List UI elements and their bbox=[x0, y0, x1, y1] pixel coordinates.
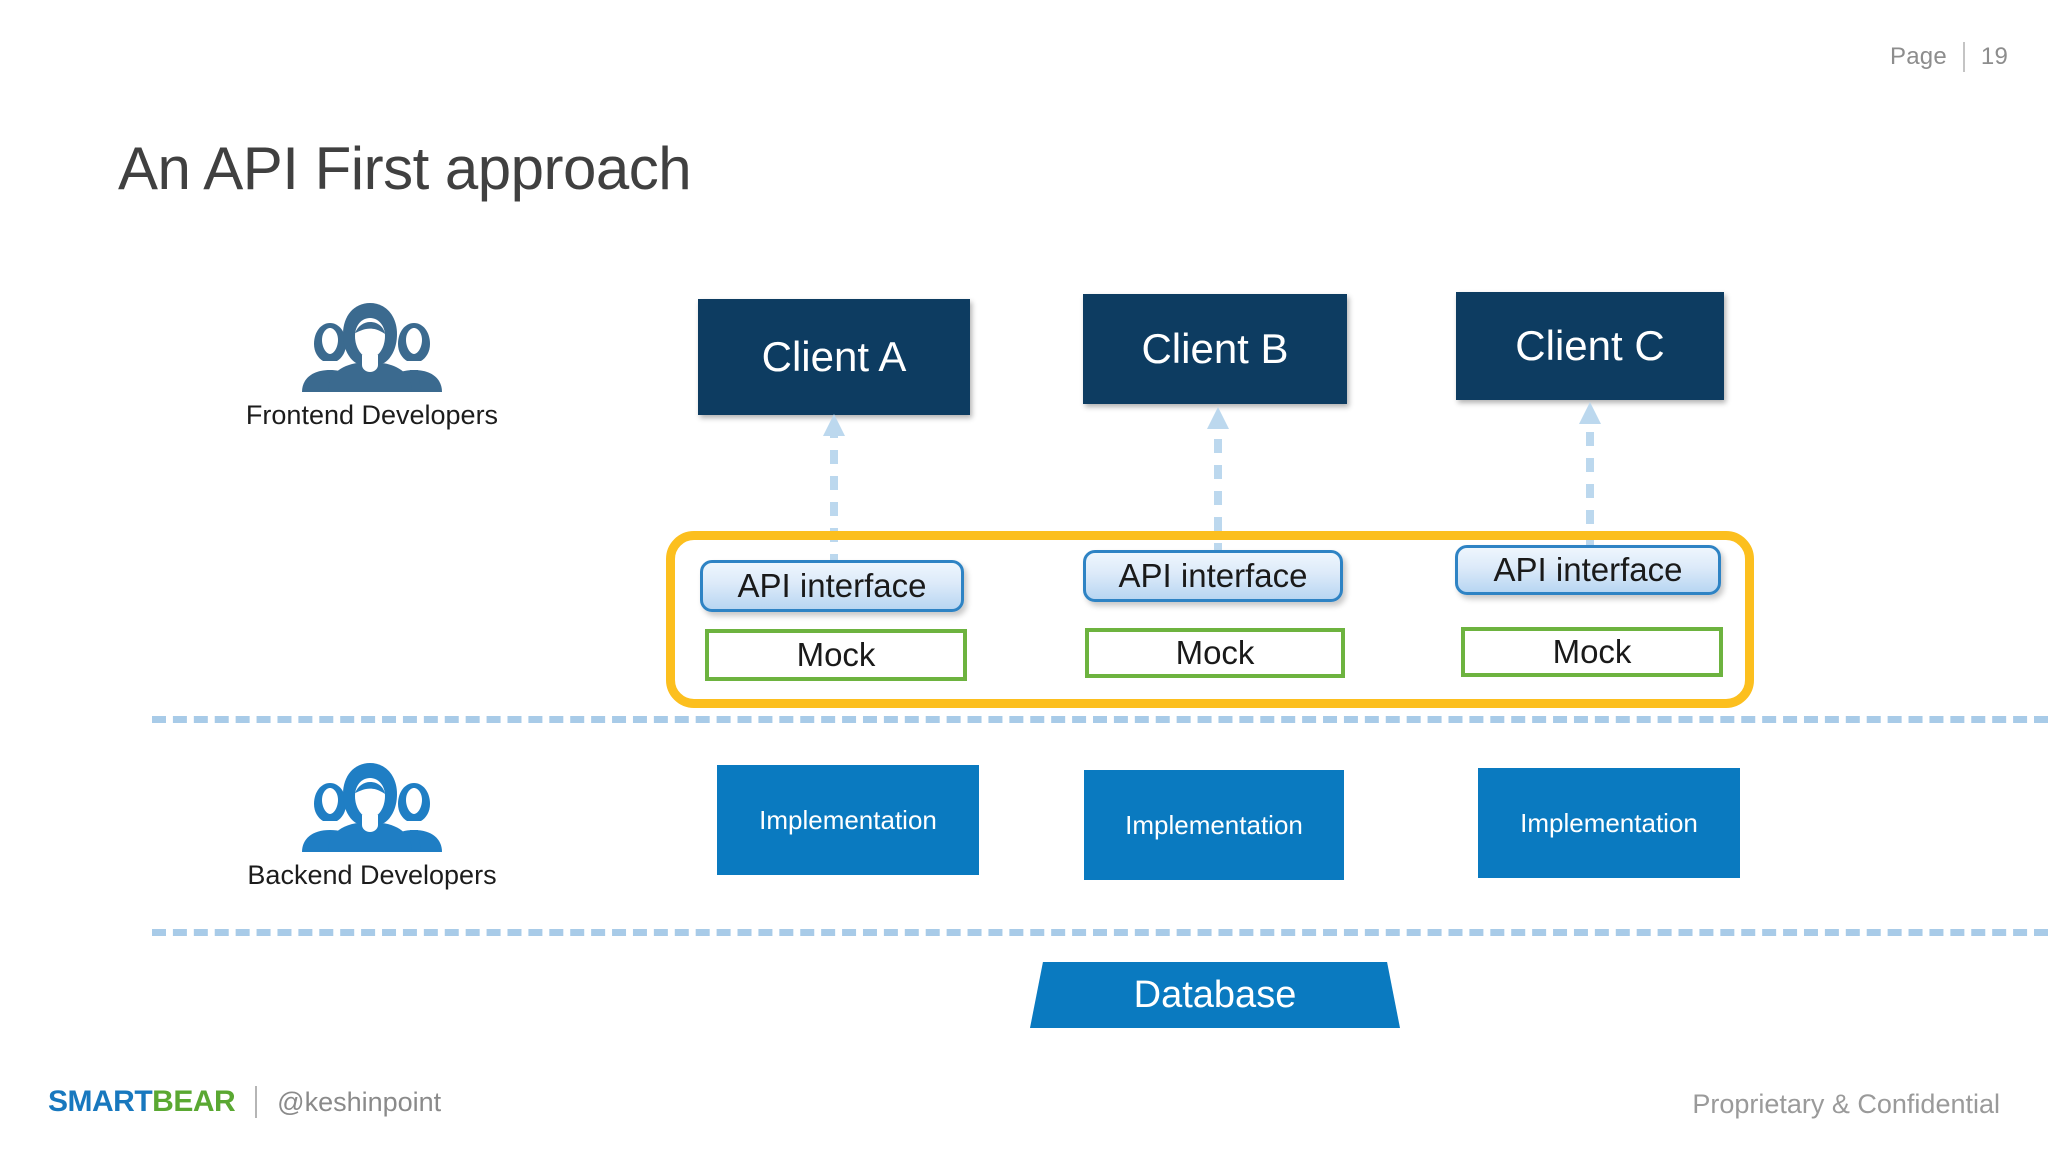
backend-developers-group: Backend Developers bbox=[222, 760, 522, 891]
implementation-box-a[interactable]: Implementation bbox=[717, 765, 979, 875]
people-group-icon bbox=[302, 303, 442, 392]
page-indicator-divider bbox=[1962, 42, 1965, 72]
people-group-icon bbox=[302, 763, 442, 852]
page-title: An API First approach bbox=[118, 135, 692, 202]
backend-developers-label: Backend Developers bbox=[247, 860, 497, 890]
client-box-a[interactable]: Client A bbox=[698, 299, 970, 415]
footer-left: SMARTBEAR @keshinpoint bbox=[48, 1085, 441, 1119]
implementation-box-b[interactable]: Implementation bbox=[1084, 770, 1344, 880]
logo-bear-text: BEAR bbox=[152, 1085, 236, 1118]
footer-divider bbox=[255, 1086, 258, 1118]
mock-a-label: Mock bbox=[796, 636, 876, 673]
connector-arrow-b bbox=[1207, 407, 1229, 557]
logo-smart-text: SMART bbox=[48, 1085, 153, 1118]
api-interface-box-c[interactable]: API interface bbox=[1455, 545, 1721, 595]
layer-separator-top bbox=[152, 716, 2048, 723]
layer-separator-bottom bbox=[152, 929, 2048, 936]
connector-arrow-c bbox=[1579, 402, 1601, 550]
api-interface-a-label: API interface bbox=[737, 567, 927, 604]
api-interface-box-b[interactable]: API interface bbox=[1083, 550, 1343, 602]
implementation-c-label: Implementation bbox=[1520, 807, 1698, 838]
page-number: 19 bbox=[1980, 43, 2008, 70]
client-box-c[interactable]: Client C bbox=[1456, 292, 1724, 400]
client-a-label: Client A bbox=[761, 333, 907, 380]
connector-arrow-a bbox=[823, 414, 845, 568]
twitter-handle: @keshinpoint bbox=[277, 1086, 442, 1117]
smartbear-logo: SMARTBEAR bbox=[48, 1085, 236, 1119]
client-box-b[interactable]: Client B bbox=[1083, 294, 1347, 404]
client-c-label: Client C bbox=[1515, 322, 1665, 369]
api-interface-box-a[interactable]: API interface bbox=[700, 560, 964, 612]
implementation-box-c[interactable]: Implementation bbox=[1478, 768, 1740, 878]
slide-footer: SMARTBEAR @keshinpoint Proprietary & Con… bbox=[0, 1085, 2048, 1145]
frontend-developers-label: Frontend Developers bbox=[245, 400, 499, 430]
frontend-developers-group: Frontend Developers bbox=[222, 300, 522, 431]
implementation-a-label: Implementation bbox=[759, 804, 937, 835]
database-shape[interactable]: Database bbox=[1030, 962, 1400, 1028]
api-interface-c-label: API interface bbox=[1493, 551, 1683, 588]
mock-box-c[interactable]: Mock bbox=[1461, 627, 1723, 677]
page-label: Page bbox=[1890, 43, 1947, 70]
mock-box-b[interactable]: Mock bbox=[1085, 628, 1345, 678]
mock-c-label: Mock bbox=[1552, 633, 1632, 670]
mock-b-label: Mock bbox=[1175, 634, 1255, 671]
page-indicator: Page 19 bbox=[1890, 42, 2008, 72]
api-first-highlight-zone bbox=[666, 531, 1754, 708]
database-label: Database bbox=[1133, 973, 1297, 1016]
confidentiality-notice: Proprietary & Confidential bbox=[1692, 1089, 2000, 1119]
api-interface-b-label: API interface bbox=[1118, 557, 1308, 594]
implementation-b-label: Implementation bbox=[1125, 809, 1303, 840]
client-b-label: Client B bbox=[1141, 325, 1289, 372]
mock-box-a[interactable]: Mock bbox=[705, 629, 967, 681]
